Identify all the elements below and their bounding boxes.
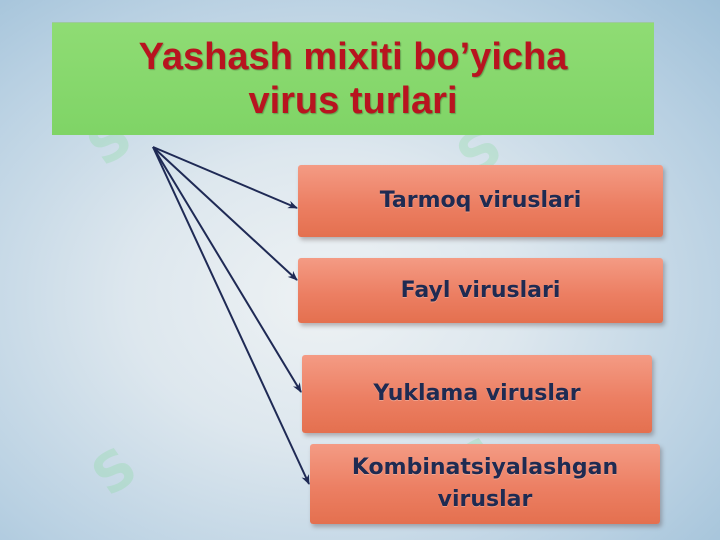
arrow-to-box-4: [152, 146, 310, 485]
watermark-logo: S: [80, 434, 149, 509]
arrow-to-box-3: [152, 146, 302, 393]
virus-type-label: Fayl viruslari: [400, 277, 561, 303]
title-line-1: Yashash mixiti bo’yicha: [138, 36, 568, 78]
virus-type-label: Tarmoq viruslari: [379, 188, 582, 213]
virus-type-box: Tarmoq viruslari: [298, 165, 663, 237]
arrow-to-box-1: [152, 146, 298, 209]
virus-type-label: Yuklama viruslar: [373, 381, 581, 406]
arrow-to-box-2: [152, 146, 298, 281]
virus-type-box: Kombinatsiyalashgan viruslar: [310, 444, 660, 524]
title-box: Yashash mixiti bo’yicha virus turlari: [52, 22, 654, 135]
title-line-2: virus turlari: [248, 80, 458, 122]
virus-type-box: Fayl viruslari: [298, 258, 663, 323]
virus-type-label: Kombinatsiyalashgan viruslar: [351, 455, 619, 512]
virus-type-box: Yuklama viruslar: [302, 355, 652, 433]
